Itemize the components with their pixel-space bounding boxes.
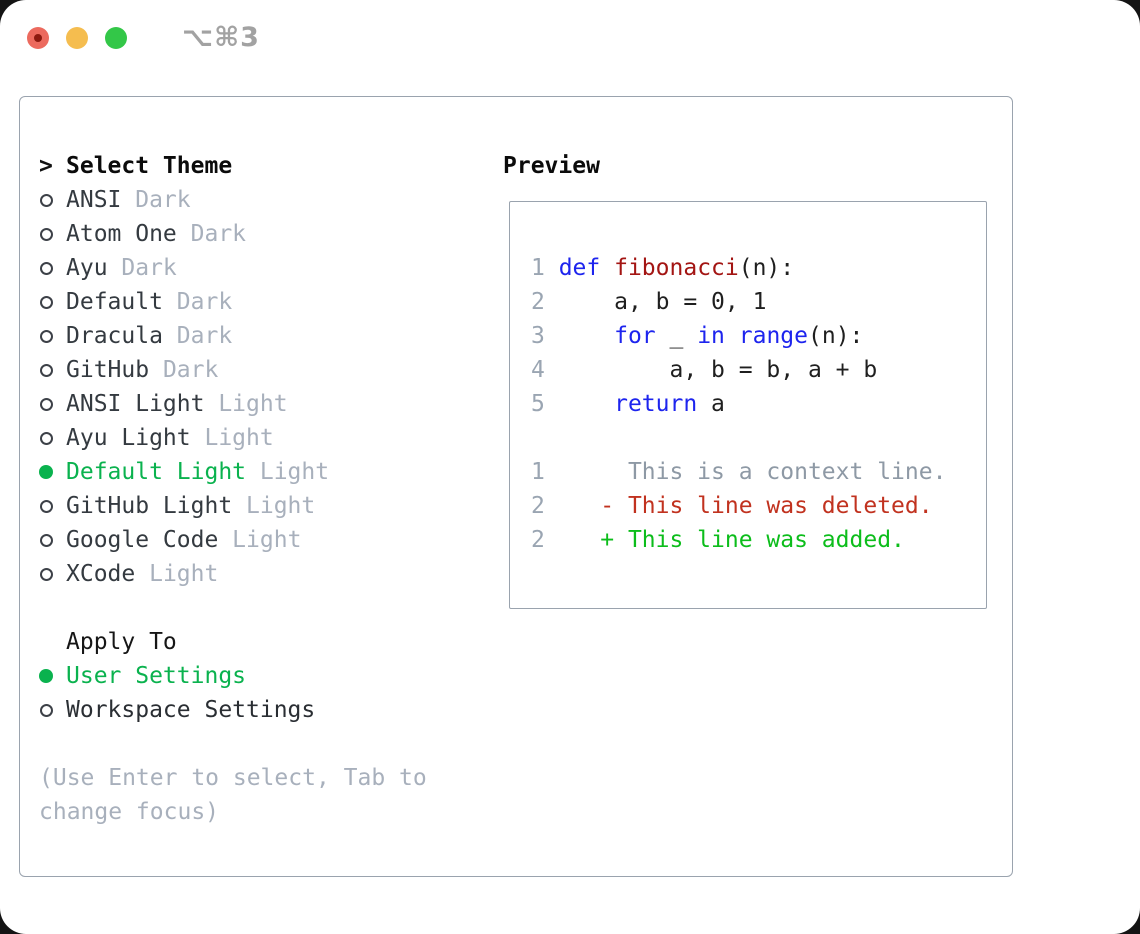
theme-variant-badge: Light: [218, 527, 302, 553]
theme-variant-badge: Light: [204, 391, 288, 417]
theme-name: GitHub: [66, 357, 150, 383]
select-theme-title: Select Theme: [66, 153, 233, 179]
code-line: [531, 421, 986, 455]
theme-variant-badge: Dark: [149, 357, 219, 383]
radio-unselected-icon: [39, 499, 66, 513]
code-line: 2 - This line was deleted.: [531, 493, 933, 519]
radio-unselected-icon: [39, 397, 66, 411]
theme-item[interactable]: XCode Light: [39, 557, 479, 591]
theme-name: Default Light: [66, 459, 247, 485]
theme-name: Default: [66, 289, 163, 315]
radio-unselected-icon: [39, 363, 66, 377]
radio-selected-icon: [39, 465, 66, 479]
code-preview: 1 def fibonacci(n): 2 a, b = 0, 1 3 for _ …: [531, 251, 986, 557]
theme-variant-badge: Dark: [162, 323, 233, 349]
radio-selected-icon: [39, 669, 66, 683]
zoom-button[interactable]: [105, 27, 127, 49]
apply-to-title: Apply To: [66, 629, 177, 655]
cursor-icon: >: [39, 153, 53, 179]
spacer: [39, 591, 479, 625]
code-line: 1 def fibonacci(n):: [531, 255, 795, 281]
cursor-marker: >: [39, 149, 66, 183]
theme-variant-badge: Light: [190, 425, 274, 451]
theme-item[interactable]: Dracula Dark: [39, 319, 479, 353]
theme-item[interactable]: ANSI Light Light: [39, 387, 479, 421]
theme-variant-badge: Dark: [121, 187, 191, 213]
radio-unselected-icon: [39, 533, 66, 547]
code-line: 4 a, b = b, a + b: [531, 357, 878, 383]
theme-item[interactable]: Default Dark: [39, 285, 479, 319]
unsaved-dot-icon: [34, 34, 42, 42]
theme-variant-badge: Dark: [162, 289, 233, 315]
preview-title: Preview: [503, 153, 600, 179]
radio-unselected-icon: [39, 329, 66, 343]
spacer: [39, 727, 479, 761]
theme-item[interactable]: GitHub Light Light: [39, 489, 479, 523]
theme-item[interactable]: Google Code Light: [39, 523, 479, 557]
radio-unselected-icon: [39, 193, 66, 207]
theme-item[interactable]: Atom One Dark: [39, 217, 479, 251]
theme-name: ANSI: [66, 187, 122, 213]
radio-unselected-icon: [39, 295, 66, 309]
theme-name: Ayu: [66, 255, 108, 281]
code-line: 1 This is a context line.: [531, 459, 947, 485]
preview-box: 1 def fibonacci(n): 2 a, b = 0, 1 3 for _ …: [509, 201, 987, 609]
theme-item[interactable]: Ayu Dark: [39, 251, 479, 285]
apply-to-option[interactable]: User Settings: [39, 659, 479, 693]
code-line: 3 for _ in range(n):: [531, 323, 864, 349]
apply-to-option-label: User Settings: [66, 663, 247, 689]
code-line: 2 + This line was added.: [531, 527, 905, 553]
theme-variant-badge: Dark: [107, 255, 177, 281]
theme-item[interactable]: Ayu Light Light: [39, 421, 479, 455]
theme-variant-badge: Dark: [176, 221, 247, 247]
theme-name: XCode: [66, 561, 136, 587]
theme-item[interactable]: ANSI Dark: [39, 183, 479, 217]
apply-to-option[interactable]: Workspace Settings: [39, 693, 479, 727]
theme-name: Ayu Light: [66, 425, 191, 451]
radio-unselected-icon: [39, 261, 66, 275]
theme-name: Atom One: [66, 221, 177, 247]
window-shortcut-title: ⌥⌘3: [182, 22, 260, 53]
apply-to-option-label: Workspace Settings: [66, 697, 316, 723]
radio-unselected-icon: [39, 431, 66, 445]
minimize-button[interactable]: [66, 27, 88, 49]
theme-item[interactable]: Default Light Light: [39, 455, 479, 489]
code-line: 5 return a: [531, 391, 725, 417]
select-theme-title-row: > Select Theme: [39, 149, 479, 183]
theme-name: Google Code: [66, 527, 219, 553]
radio-unselected-icon: [39, 703, 66, 717]
theme-variant-badge: Light: [232, 493, 316, 519]
theme-variant-badge: Light: [135, 561, 219, 587]
radio-unselected-icon: [39, 567, 66, 581]
hint-text: (Use Enter to select, Tab to change focu…: [39, 765, 427, 825]
theme-name: Dracula: [66, 323, 163, 349]
theme-name: ANSI Light: [66, 391, 205, 417]
theme-name: GitHub Light: [66, 493, 233, 519]
radio-unselected-icon: [39, 227, 66, 241]
theme-variant-badge: Light: [246, 459, 330, 485]
apply-to-title-row: Apply To: [39, 625, 479, 659]
theme-item[interactable]: GitHub Dark: [39, 353, 479, 387]
close-button[interactable]: [27, 27, 49, 49]
code-line: 2 a, b = 0, 1: [531, 289, 767, 315]
titlebar: ⌥⌘3: [27, 22, 260, 53]
